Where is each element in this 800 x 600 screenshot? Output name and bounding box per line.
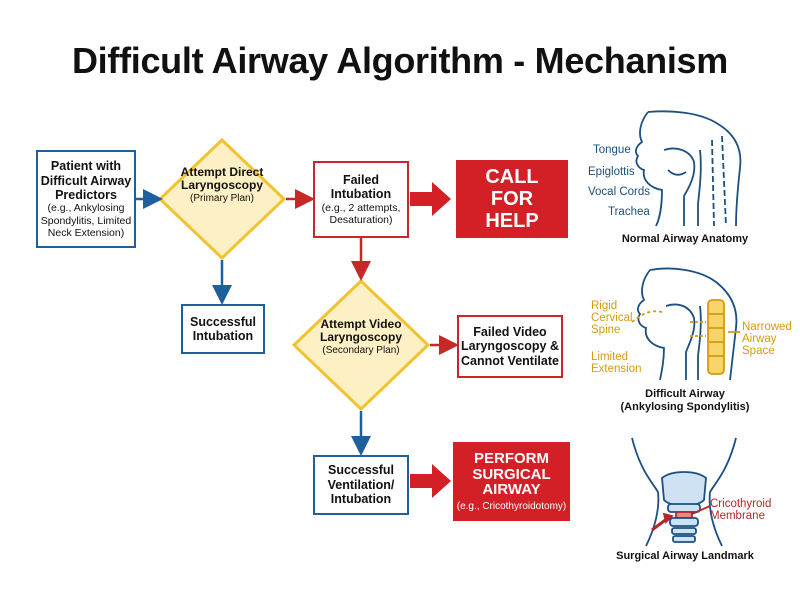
direct-detail: (Primary Plan) xyxy=(190,192,254,204)
label-cricothyroid-membrane: Cricothyroid Membrane xyxy=(710,498,772,523)
caption-difficult-line2: (Ankylosing Spondylitis) xyxy=(620,401,750,414)
video-title: Attempt Video Laryngoscopy xyxy=(319,317,403,345)
caption-surgical-airway: Surgical Airway Landmark xyxy=(616,550,754,562)
call-for-help-box: CALL FOR HELP xyxy=(456,160,568,238)
surgical-airway-box: PERFORM SURGICAL AIRWAY (e.g., Cricothyr… xyxy=(453,442,570,521)
failed-intubation-box: Failed Intubation (e.g., 2 attempts, Des… xyxy=(313,161,409,238)
successful-ventilation-box: Successful Ventilation/ Intubation xyxy=(313,455,409,515)
label-rigid-cervical-spine: Rigid Cervical Spine xyxy=(591,300,633,337)
block-arrow-to-call-help xyxy=(410,182,451,216)
label-tongue: Tongue xyxy=(593,144,631,156)
video-detail: (Secondary Plan) xyxy=(322,344,400,356)
block-arrow-to-surgical xyxy=(410,464,451,498)
difficult-airway-illustration xyxy=(631,267,740,381)
patient-title: Patient with Difficult Airway Predictors xyxy=(40,159,132,203)
video-laryngoscopy-diamond xyxy=(291,278,431,412)
normal-airway-illustration xyxy=(635,110,742,227)
direct-laryngoscopy-diamond xyxy=(157,137,287,261)
surgical-airway-illustration xyxy=(631,437,737,547)
surgical-detail: (e.g., Cricothyroidotomy) xyxy=(456,501,567,513)
call-for-help-label: CALL FOR HELP xyxy=(485,166,539,232)
direct-title: Attempt Direct Laryngoscopy xyxy=(180,165,264,193)
label-epiglottis: Epiglottis xyxy=(588,166,635,178)
successful-intubation-box: Successful Intubation xyxy=(181,304,265,354)
failed-video-box: Failed Video Laryngoscopy & Cannot Venti… xyxy=(457,315,563,378)
successful-ventilation-label: Successful Ventilation/ Intubation xyxy=(327,463,395,507)
failed-intubation-detail: (e.g., 2 attempts, Desaturation) xyxy=(321,201,401,226)
label-limited-extension: Limited Extension xyxy=(591,351,642,376)
caption-normal-airway: Normal Airway Anatomy xyxy=(621,233,749,245)
patient-predictors-box: Patient with Difficult Airway Predictors… xyxy=(36,150,136,248)
surgical-title: PERFORM SURGICAL AIRWAY xyxy=(472,449,551,499)
failed-video-label: Failed Video Laryngoscopy & Cannot Venti… xyxy=(461,324,559,368)
patient-detail: (e.g., Ankylosing Spondylitis, Limited N… xyxy=(40,202,132,239)
label-trachea: Trachea xyxy=(608,206,650,218)
video-laryngoscopy-label: Attempt Video Laryngoscopy (Secondary Pl… xyxy=(311,317,411,356)
label-narrowed-airway-space: Narrowed Airway Space xyxy=(742,321,792,358)
successful-intubation-label: Successful Intubation xyxy=(189,314,256,343)
label-vocal-cords: Vocal Cords xyxy=(588,186,651,198)
failed-intubation-title: Failed Intubation xyxy=(330,173,392,202)
caption-difficult-airway: Difficult Airway (Ankylosing Spondylitis… xyxy=(600,388,770,414)
caption-difficult-line1: Difficult Airway xyxy=(645,388,725,400)
page-title: Difficult Airway Algorithm - Mechanism xyxy=(71,40,728,81)
direct-laryngoscopy-label: Attempt Direct Laryngoscopy (Primary Pla… xyxy=(177,165,267,204)
